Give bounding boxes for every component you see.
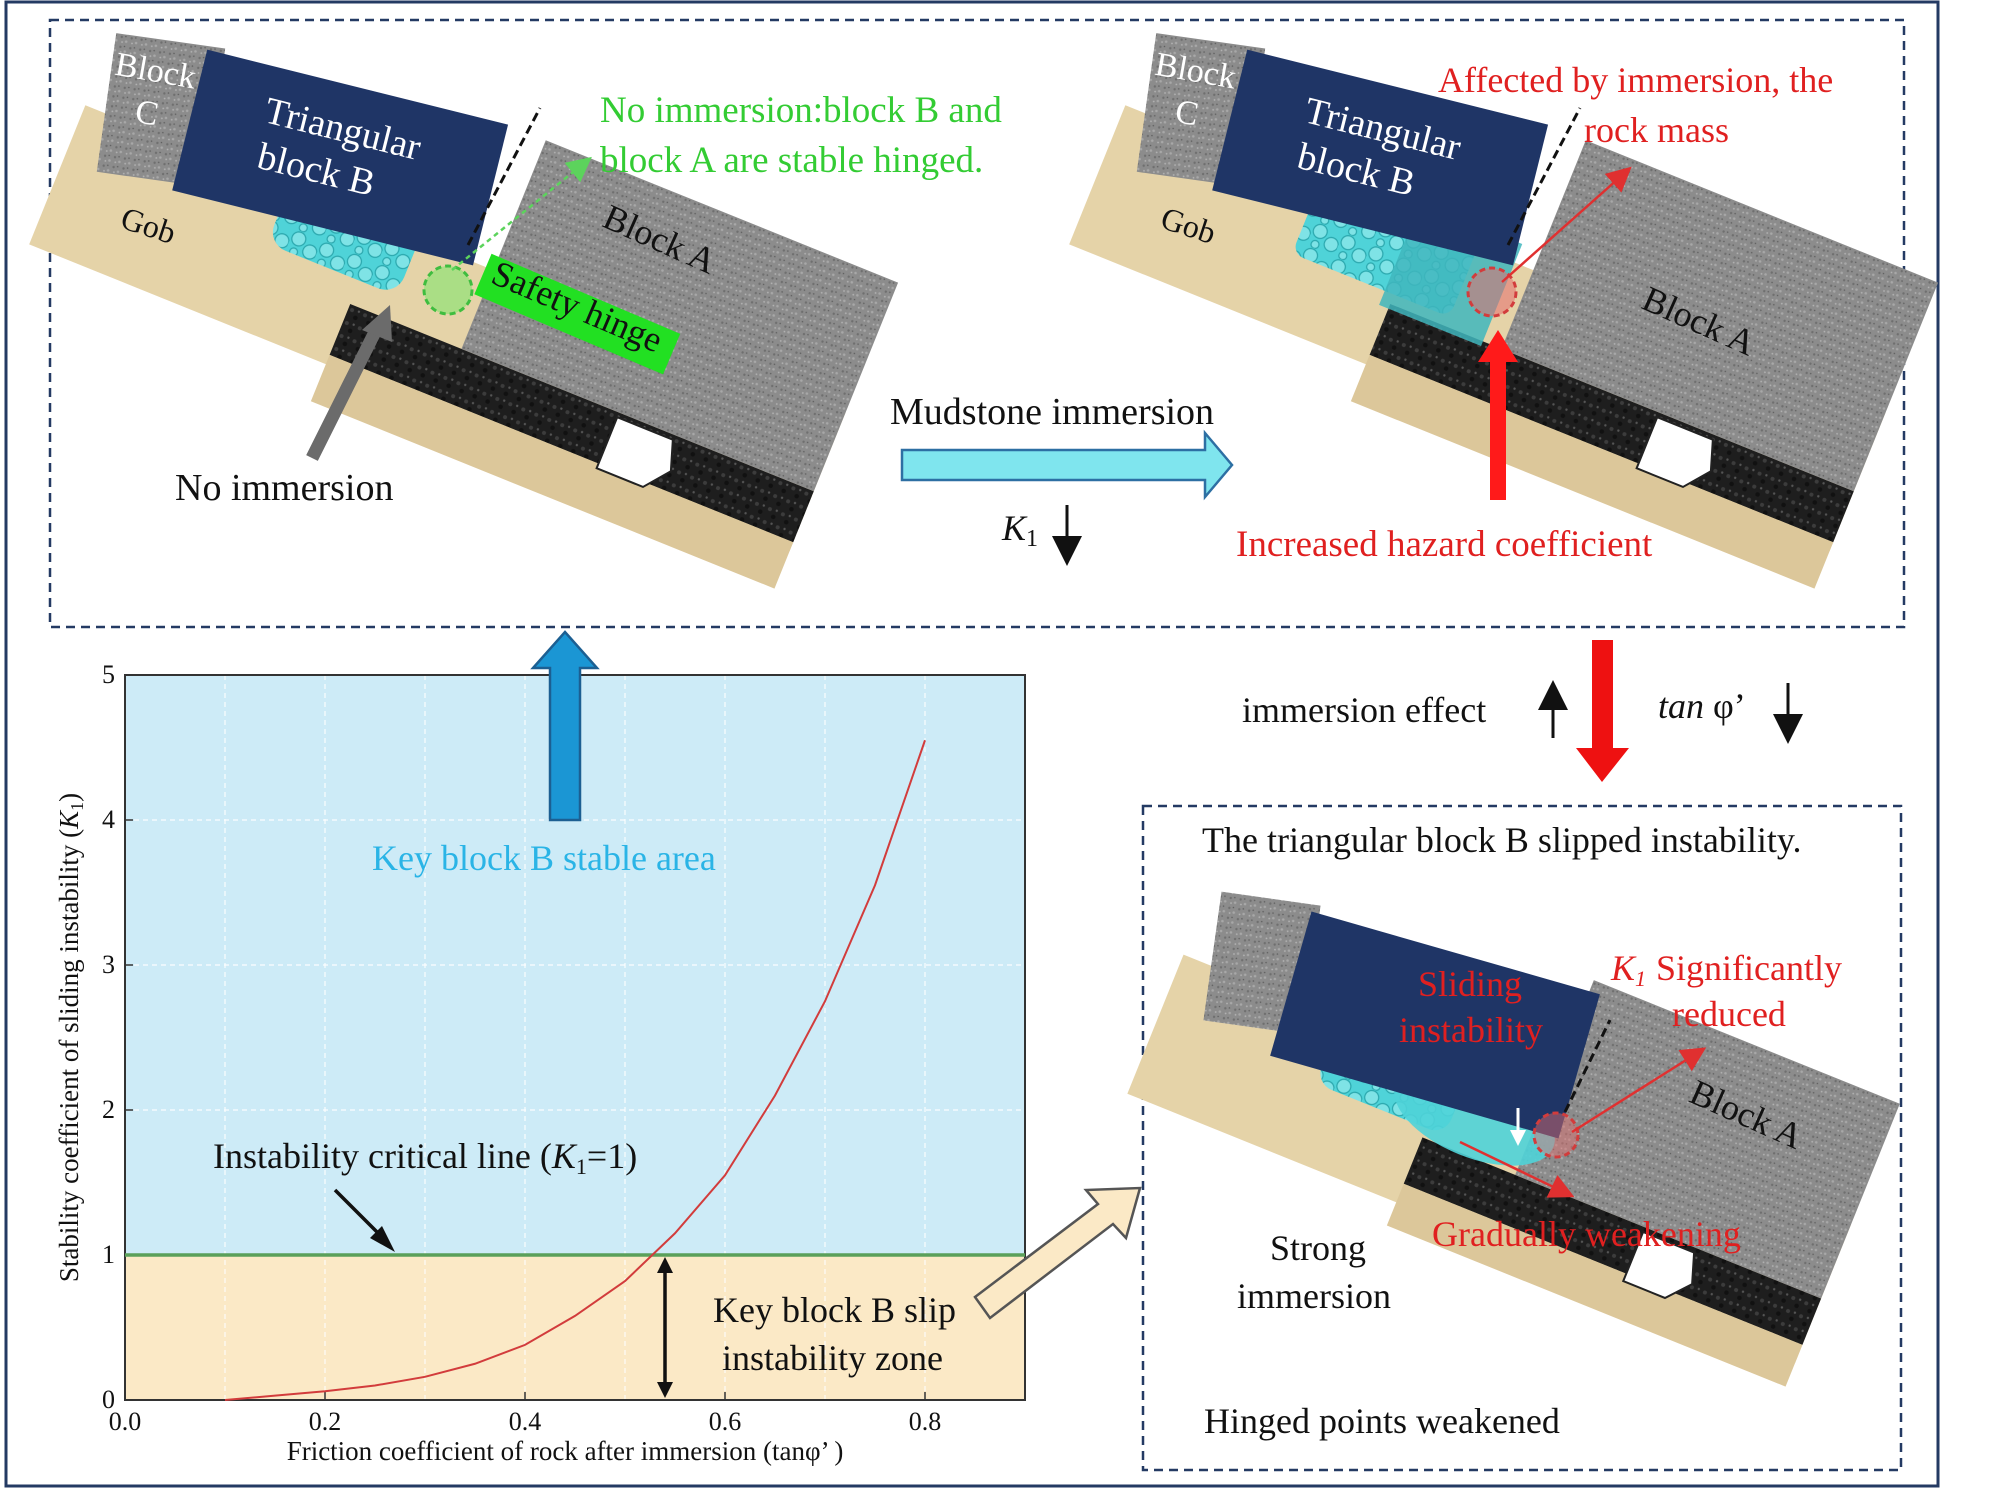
strong-immersion-line1: Strong: [1270, 1228, 1366, 1268]
y-tick-label: 2: [102, 1095, 115, 1124]
y-tick-label: 1: [102, 1240, 115, 1269]
block-a-rock: [461, 140, 899, 492]
no-immersion-label: No immersion: [175, 467, 393, 509]
y-axis-label-sub: 1: [67, 802, 87, 811]
weak-hinge-marker: [1532, 1111, 1580, 1159]
slip-zone-span-head-bottom: [657, 1382, 673, 1398]
k1-reduced-label: reduced: [1672, 994, 1786, 1034]
y-tick-label: 5: [102, 660, 115, 689]
slip-zone-label-line1: Key block B slip: [713, 1290, 956, 1330]
mudstone-immersion-arrow[interactable]: [900, 429, 1234, 501]
slip-zone-to-panel-arrow: [973, 1186, 1142, 1320]
no-immersion-pointer-head: [362, 305, 392, 342]
immersion-effect-label: immersion effect: [1242, 690, 1486, 730]
phi-prime: φ’: [1704, 686, 1746, 726]
critical-line-label-part: =1): [587, 1136, 637, 1176]
block-a-rock-tr: [1501, 140, 1939, 492]
no-immersion-note-arrow: [451, 156, 592, 271]
x-tick-label: 0.0: [109, 1407, 142, 1436]
hinge-crack-line-br: [1563, 1019, 1612, 1113]
triangular-block-b-label-tl: Triangular block B: [253, 90, 425, 205]
y-axis-label-close: ): [54, 793, 84, 802]
x-tick-label: 0.8: [909, 1407, 942, 1436]
strong-immersion-line2: immersion: [1237, 1276, 1391, 1316]
bottom-right-title: The triangular block B slipped instabili…: [1202, 820, 1802, 860]
tan-italic: tan: [1658, 686, 1704, 726]
support-shield-br: [1621, 1230, 1696, 1300]
k1-reduced-arrow: [1571, 1047, 1707, 1134]
affected-note-line2: rock mass: [1584, 110, 1729, 150]
instability-arrow-head: [1576, 748, 1629, 782]
weakening-direction-arrow: [1459, 1140, 1575, 1198]
hinge-crack-line: [466, 107, 542, 246]
support-shield: [595, 415, 674, 489]
slip-zone-label-line2: instability zone: [722, 1338, 943, 1378]
tan-phi-label: tan φ’: [1658, 686, 1746, 726]
stable-area-up-arrow: [530, 630, 600, 822]
sliding-line2: instability: [1399, 1010, 1543, 1050]
support-shield-tr: [1635, 415, 1714, 489]
triangular-block-b: [172, 49, 509, 266]
y-axis-label-text: Stability coefficient of sliding instabi…: [54, 829, 84, 1282]
mudstone-immersion-label: Mudstone immersion: [890, 391, 1214, 433]
triangular-block-b-br: [1270, 911, 1600, 1139]
x-axis-label: Friction coefficient of rock after immer…: [287, 1436, 844, 1466]
hinge-crack-line-tr: [1506, 107, 1582, 246]
sliding-instability-label: Sliding instability: [1399, 964, 1543, 1050]
no-immersion-pointer-arrow: [306, 327, 382, 461]
k1-subscript: 1: [1026, 526, 1038, 552]
critical-line-pointer-head: [370, 1226, 395, 1252]
slip-zone-span-head-top: [657, 1257, 673, 1273]
instability-arrow-shaft: [1592, 640, 1613, 750]
stable-area-label: Key block B stable area: [372, 838, 716, 878]
critical-line-label: Instability critical line (K1=1): [213, 1136, 637, 1179]
floor-sand-layer: [310, 354, 794, 589]
y-tick-label: 3: [102, 950, 115, 979]
safety-hinge-label-box: [474, 253, 681, 375]
block-a-rock-br: [1515, 980, 1900, 1299]
k1-br-symbol: K: [1610, 948, 1637, 988]
outer-frame: [4, 0, 1940, 1488]
affected-note-line1: Affected by immersion, the: [1438, 60, 1833, 100]
k1-decrease-label: K1: [1001, 508, 1038, 552]
increased-hazard-label: Increased hazard coefficient: [1236, 524, 1653, 565]
hazard-arrow-shaft: [1490, 360, 1506, 500]
bottom-right-panel-frame: [1141, 804, 1903, 1472]
coal-seam-br: [1403, 1137, 1822, 1345]
y-axis-label-k: K: [54, 809, 84, 830]
slip-zone-region: [125, 1255, 1025, 1400]
model-no-immersion: [29, 33, 899, 589]
no-immersion-note-line2: block A are stable hinged.: [600, 140, 983, 181]
y-tick-label: 0: [102, 1385, 115, 1414]
model-mudstone-immersion: [1069, 33, 1939, 589]
y-axis-label: Stability coefficient of sliding instabi…: [54, 793, 87, 1282]
critical-line-label-part: 1: [576, 1154, 587, 1179]
sliding-line1: Sliding: [1418, 964, 1522, 1004]
hazard-arrow-head: [1478, 330, 1518, 362]
hinged-points-label: Hinged points weakened: [1204, 1401, 1560, 1441]
stability-curve: [224, 739, 926, 1401]
k1-symbol: K: [1001, 508, 1028, 548]
floor-sand-layer-br: [1386, 1183, 1803, 1387]
x-tick-label: 0.2: [309, 1407, 342, 1436]
gradually-weakening-label: Gradually weakening: [1432, 1214, 1741, 1254]
k1-br-sub: 1: [1635, 966, 1646, 991]
floor-sand-layer-tr: [1350, 354, 1834, 589]
k1-significantly-label: K1 Significantly: [1610, 948, 1842, 991]
y-tick-label: 4: [102, 805, 115, 834]
x-tick-label: 0.4: [509, 1407, 542, 1436]
critical-line-label-part: Instability critical line (: [213, 1136, 552, 1176]
safety-hinge-marker: [422, 264, 474, 316]
critical-line-label-part: K: [551, 1136, 578, 1176]
affected-note-arrow: [1501, 166, 1632, 283]
triangular-block-b-tr: [1212, 49, 1549, 266]
model-slip-instability: [1127, 891, 1900, 1387]
coal-seam: [329, 303, 814, 543]
x-tick-label: 0.6: [709, 1407, 742, 1436]
k1-br-significantly: Significantly: [1656, 948, 1842, 988]
sliding-direction-head: [1510, 1130, 1526, 1146]
no-immersion-note-line1: No immersion:block B and: [600, 90, 1002, 131]
